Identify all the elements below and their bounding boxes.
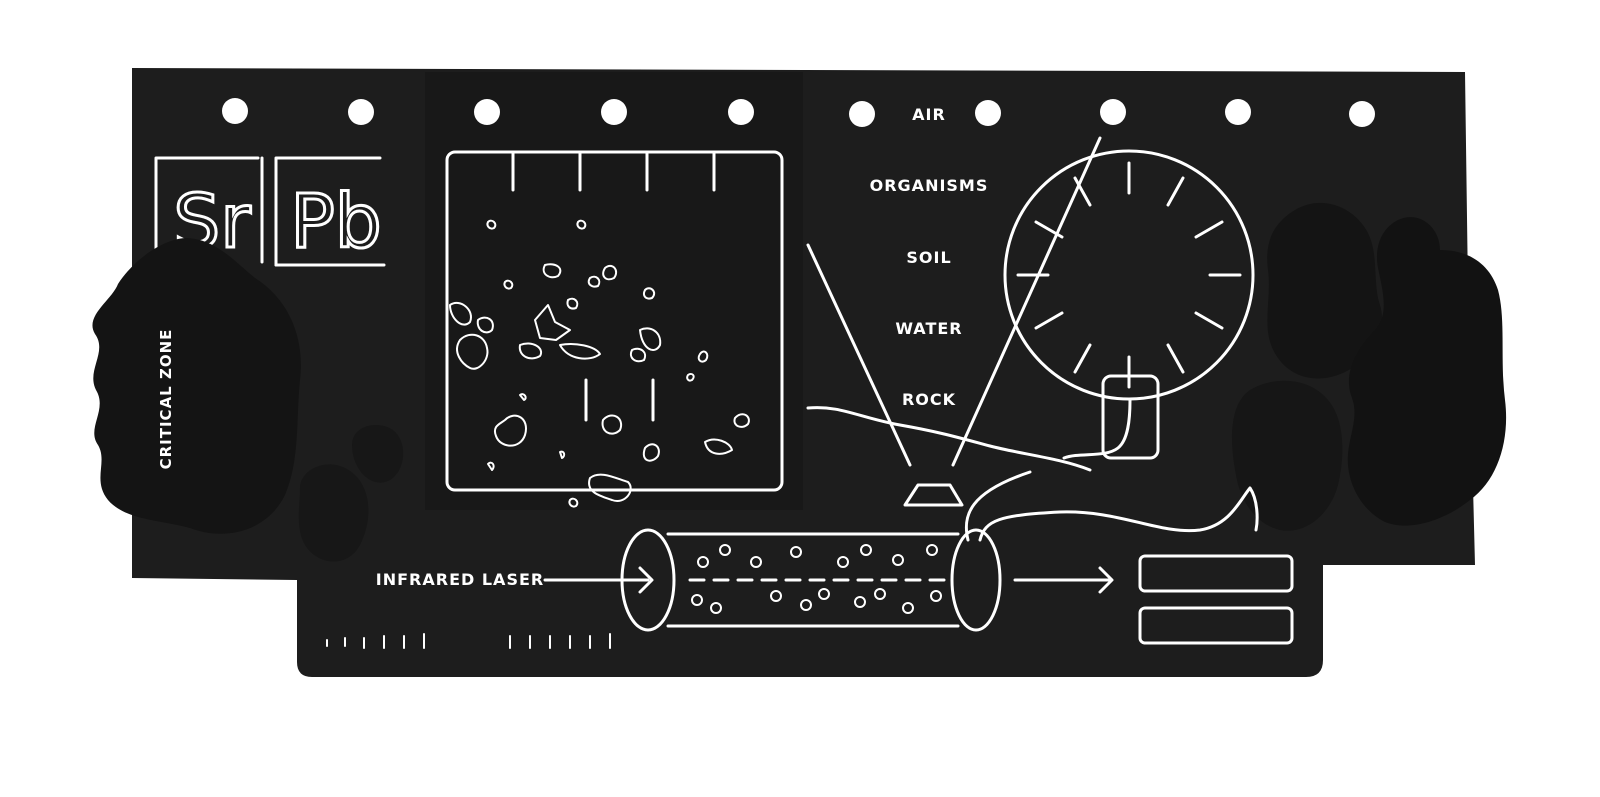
layer-air: AIR xyxy=(912,105,946,124)
layer-labels: AIR ORGANISMS SOIL WATER ROCK xyxy=(870,105,989,409)
pb-element-icon: Pb xyxy=(274,156,386,267)
right-blob-low xyxy=(1231,380,1343,531)
particles xyxy=(691,544,942,614)
pb-symbol: Pb xyxy=(290,179,382,265)
arrow-right-icon xyxy=(1098,566,1114,594)
detector-curve xyxy=(964,470,1032,542)
sample-cup-icon xyxy=(903,483,964,507)
layer-organisms: ORGANISMS xyxy=(870,176,989,195)
soil-line xyxy=(806,406,1092,472)
dial-gauge-icon xyxy=(1003,149,1255,460)
output-bar-icon xyxy=(1138,554,1294,593)
punched-holes xyxy=(222,98,1375,127)
critical-zone-label: CRITICAL ZONE xyxy=(157,329,175,470)
critical-zone-blob xyxy=(92,238,301,534)
output-bar-icon-2 xyxy=(1138,606,1294,645)
layer-rock: ROCK xyxy=(902,390,956,409)
stone-blob xyxy=(298,464,369,562)
contour-map-icon xyxy=(445,150,784,508)
stone-blob-small xyxy=(352,425,404,483)
map-panel xyxy=(425,72,803,510)
laser-tube-icon: INFRARED LASER xyxy=(376,528,1114,632)
infrared-laser-label: INFRARED LASER xyxy=(376,570,544,589)
right-blob-big xyxy=(1347,217,1507,526)
layer-water: WATER xyxy=(895,319,962,338)
ruler-ticks xyxy=(326,633,611,649)
right-blob-top xyxy=(1267,202,1382,379)
layer-soil: SOIL xyxy=(906,248,951,267)
